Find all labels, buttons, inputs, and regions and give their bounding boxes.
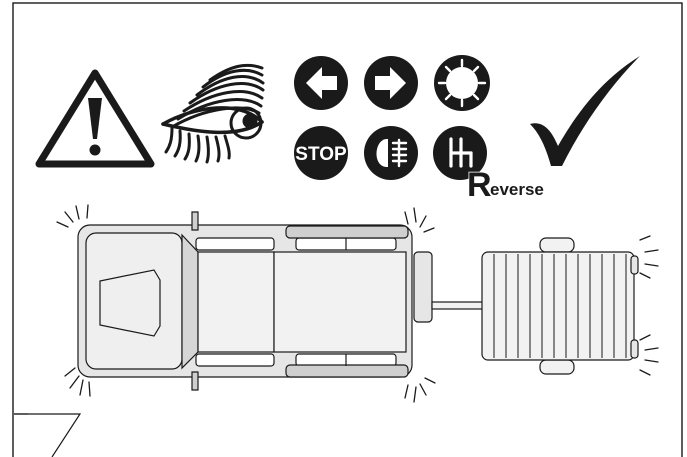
trailer-wheel-top	[539, 237, 575, 253]
side-trim-bottom-front	[195, 353, 275, 367]
mirror-top	[191, 211, 199, 231]
cab-roof	[197, 251, 275, 353]
indicator-left-icon	[294, 56, 348, 110]
mirror-bottom	[191, 371, 199, 391]
stop-label: STOP	[295, 144, 347, 165]
trailer-top-view	[481, 237, 639, 375]
arch-bottom	[285, 364, 409, 378]
next-panel-corner	[14, 413, 82, 457]
checkmark-icon	[530, 56, 640, 166]
eye-icon	[161, 63, 265, 164]
rays-front-bottom	[64, 367, 91, 397]
rays-trailer-bottom	[639, 334, 659, 376]
trailer-wheel-bottom	[539, 359, 575, 375]
rays-rear-top	[404, 207, 435, 233]
fog-light-icon	[364, 126, 418, 180]
side-trim-top-front	[195, 237, 275, 251]
trailer-bed	[481, 251, 635, 361]
diagram-frame	[12, 2, 683, 457]
trailer-lamp-top	[630, 255, 639, 275]
trailer-slats	[493, 254, 627, 358]
reverse-letter: R	[467, 166, 492, 204]
rays-rear-bottom	[404, 377, 436, 403]
hazard-icon	[434, 55, 490, 111]
trailer-lamp-bottom	[630, 339, 639, 359]
rays-front-top	[56, 204, 89, 228]
tow-bar	[431, 301, 485, 310]
rear-roof	[273, 251, 407, 353]
vehicle-top-view	[77, 211, 485, 391]
warning-triangle-icon	[35, 69, 155, 168]
indicator-right-icon	[364, 56, 418, 110]
rays-trailer-top	[639, 235, 659, 279]
spare-wheel	[413, 251, 433, 323]
stop-icon: STOP	[294, 126, 348, 180]
reverse-gear-icon: R everse	[433, 126, 544, 205]
arch-top	[285, 225, 409, 239]
windscreen	[181, 233, 199, 370]
bonnet-panel	[99, 269, 161, 337]
light-rays	[56, 204, 659, 403]
reverse-label: everse	[490, 180, 544, 199]
